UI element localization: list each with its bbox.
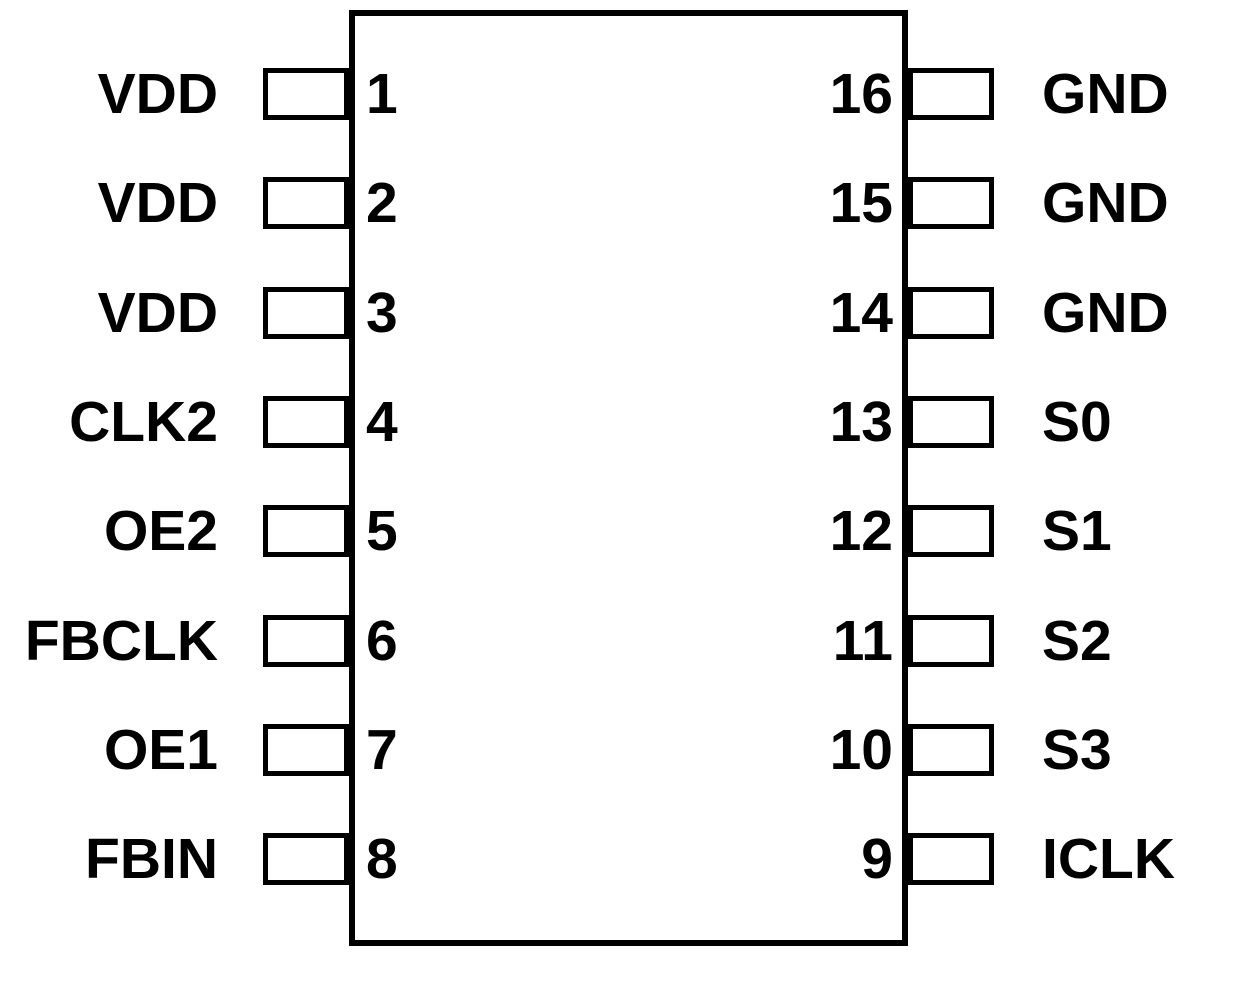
pin-label: GND	[1042, 171, 1169, 235]
pin-row: FBCLK 6	[0, 609, 640, 673]
pin-stub	[908, 68, 994, 120]
pin-number: 8	[366, 827, 398, 891]
pin-number: 15	[829, 171, 893, 235]
pin-row: 11 S2	[736, 609, 1256, 673]
pin-row: 15 GND	[736, 171, 1256, 235]
pin-row: VDD 3	[0, 281, 640, 345]
pin-label: S2	[1042, 609, 1112, 673]
pin-label: CLK2	[69, 390, 218, 454]
ic-package-body	[349, 10, 908, 946]
pin-number: 13	[829, 390, 893, 454]
pin-number: 6	[366, 609, 398, 673]
pin-stub	[908, 615, 994, 667]
pin-row: 13 S0	[736, 390, 1256, 454]
pin-stub	[908, 505, 994, 557]
pin-number: 16	[829, 62, 893, 126]
pin-row: 12 S1	[736, 499, 1256, 563]
pin-stub	[908, 724, 994, 776]
pin-stub	[908, 396, 994, 448]
pin-label: VDD	[97, 281, 218, 345]
pin-row: 10 S3	[736, 718, 1256, 782]
pin-stub	[263, 287, 349, 339]
pin-label: GND	[1042, 281, 1169, 345]
pin-row: VDD 1	[0, 62, 640, 126]
pin-stub	[908, 287, 994, 339]
pin-row: FBIN 8	[0, 827, 640, 891]
pin-row: CLK2 4	[0, 390, 640, 454]
pin-number: 9	[861, 827, 893, 891]
pin-stub	[263, 724, 349, 776]
pin-number: 10	[829, 718, 893, 782]
pin-label: ICLK	[1042, 827, 1175, 891]
pin-stub	[263, 833, 349, 885]
pin-number: 4	[366, 390, 398, 454]
pin-number: 1	[366, 62, 398, 126]
pin-row: VDD 2	[0, 171, 640, 235]
pin-number: 2	[366, 171, 398, 235]
pin-stub	[263, 615, 349, 667]
pin-label: OE1	[103, 718, 218, 782]
pin-stub	[263, 177, 349, 229]
pin-number: 5	[366, 499, 398, 563]
pin-stub	[263, 68, 349, 120]
pin-stub	[263, 505, 349, 557]
pin-row: OE1 7	[0, 718, 640, 782]
pin-stub	[263, 396, 349, 448]
pin-label: S3	[1042, 718, 1112, 782]
pin-label: VDD	[97, 62, 218, 126]
pin-number: 7	[366, 718, 398, 782]
pin-label: GND	[1042, 62, 1169, 126]
pin-stub	[908, 833, 994, 885]
pin-number: 12	[829, 499, 893, 563]
pin-row: 9 ICLK	[736, 827, 1256, 891]
pin-number: 3	[366, 281, 398, 345]
pin-label: FBIN	[85, 827, 218, 891]
pin-label: OE2	[103, 499, 218, 563]
pin-label: S1	[1042, 499, 1112, 563]
pin-number: 14	[829, 281, 893, 345]
pin-label: VDD	[97, 171, 218, 235]
pin-row: OE2 5	[0, 499, 640, 563]
pin-row: 14 GND	[736, 281, 1256, 345]
pin-stub	[908, 177, 994, 229]
pin-label: S0	[1042, 390, 1112, 454]
pin-row: 16 GND	[736, 62, 1256, 126]
pin-label: FBCLK	[24, 609, 218, 673]
pin-number: 11	[832, 609, 893, 673]
